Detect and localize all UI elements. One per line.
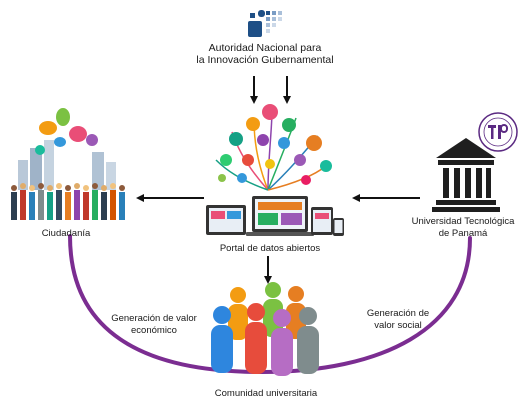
people-group-icon (211, 282, 319, 376)
devices-cloud-icon (206, 104, 344, 236)
economic-value-label-line1: Generación de valor (111, 313, 197, 324)
community-label: Comunidad universitaria (215, 388, 318, 399)
citizens-label: Ciudadanía (42, 228, 91, 239)
citizens-crowd-icon (11, 108, 125, 220)
agency-name-line2: la Innovación Gubernamental (196, 54, 333, 66)
university-label-line1: Universidad Tecnológica (412, 216, 516, 227)
agency-name-line1: Autoridad Nacional para (209, 42, 322, 54)
utp-seal-icon (478, 112, 518, 152)
economic-value-label-line2: económico (131, 325, 177, 336)
social-value-label-line2: valor social (374, 320, 422, 331)
social-value-label-line1: Generación de (367, 308, 429, 319)
portal-label: Portal de datos abiertos (220, 243, 321, 254)
university-building-icon (432, 138, 500, 212)
university-label-line2: de Panamá (439, 228, 488, 239)
aig-logo (248, 10, 282, 37)
